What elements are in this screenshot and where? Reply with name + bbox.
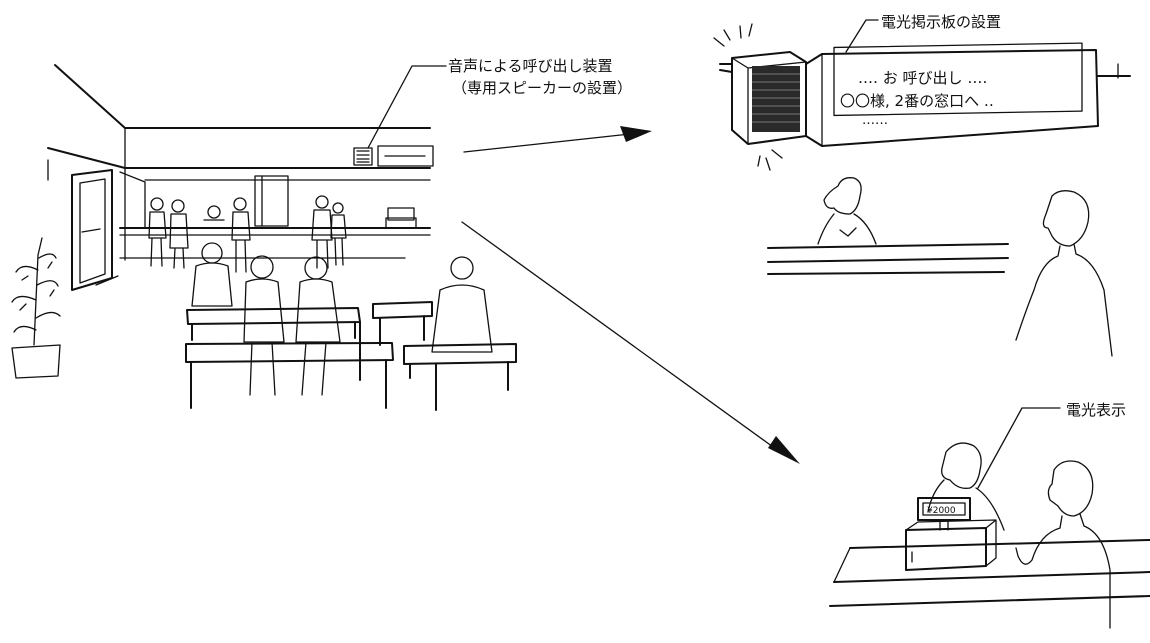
potted-plant — [11, 237, 61, 379]
counter-display-scene: ¥2000 — [829, 407, 1150, 629]
speaker-sublabel: （専用スピーカーの設置） — [452, 79, 633, 97]
arrow-to-counter-head — [768, 436, 800, 464]
counter-display-label: 電光表示 — [1066, 401, 1127, 419]
speaker-grille — [752, 66, 800, 132]
waiting-room-scene — [11, 64, 517, 411]
arrow-to-board-line — [463, 133, 631, 153]
board-scene: ‥‥ お 呼び出し ‥‥ 〇〇様, 2番の窓口へ ‥ ‥‥‥ — [713, 19, 1131, 357]
speaker-label: 音声による呼び出し装置 — [448, 57, 613, 75]
price-display — [917, 497, 971, 521]
board-line-2: 〇〇様, 2番の窓口へ ‥ — [840, 92, 994, 110]
board-line-3: ‥‥‥ — [862, 113, 888, 128]
speaker-leader-line — [367, 65, 447, 149]
wall-board — [377, 145, 434, 167]
display-leader-line — [977, 407, 1061, 489]
price-display-text: ¥2000 — [927, 506, 956, 516]
wall-speaker — [353, 147, 373, 166]
board-label: 電光掲示板の設置 — [881, 13, 1002, 31]
arrow-to-board-head — [620, 126, 652, 142]
board-leader-line — [845, 19, 879, 53]
arrow-to-counter-line — [461, 221, 781, 453]
board-line-1: ‥‥ お 呼び出し ‥‥ — [858, 69, 987, 87]
